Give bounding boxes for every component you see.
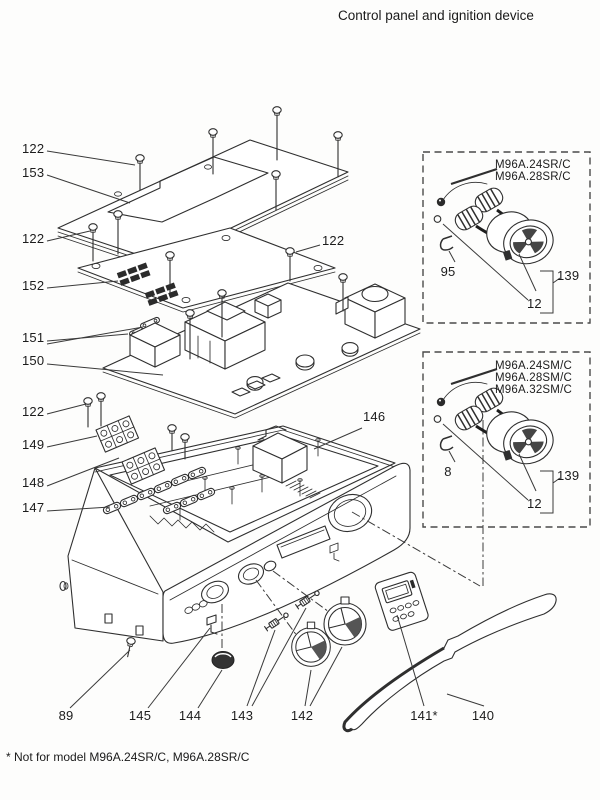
front-fascia	[162, 462, 411, 644]
callout-148: 148	[22, 475, 45, 490]
callout-122-d: 122	[22, 404, 45, 419]
callout-139-sm: 139	[557, 468, 580, 483]
callout-139-sr: 139	[557, 268, 580, 283]
terminal-block-149	[95, 415, 140, 453]
callout-12-sr: 12	[527, 296, 542, 311]
panel-housing	[59, 425, 411, 644]
cap-144	[211, 651, 235, 669]
callout-122-c: 122	[322, 233, 345, 248]
spring-pin-143	[263, 611, 290, 632]
dip-components	[144, 282, 179, 306]
block-screws-122	[83, 392, 190, 460]
model-label-sm: M96A.32SM/C	[495, 384, 572, 396]
callout-143: 143	[230, 708, 254, 723]
callout-12-sm: 12	[527, 496, 542, 511]
callout-8: 8	[444, 464, 452, 479]
callout-141: 141*	[410, 708, 438, 723]
callout-152: 152	[22, 278, 45, 293]
callout-95: 95	[440, 264, 456, 279]
callout-147: 147	[22, 500, 45, 515]
board-screws	[185, 273, 348, 360]
callout-146: 146	[363, 409, 386, 424]
main-board	[102, 282, 421, 419]
leader-lines	[46, 150, 485, 709]
cover-screws-122	[135, 106, 343, 211]
callout-144: 144	[178, 708, 202, 723]
callout-145: 145	[128, 708, 152, 723]
callout-140: 140	[471, 708, 495, 723]
callout-149: 149	[22, 437, 45, 452]
pcb-screws-122	[88, 210, 295, 294]
terminal-block-148	[121, 447, 166, 485]
vent-grid	[285, 480, 321, 499]
callout-153: 153	[22, 165, 45, 180]
model-label-sm: M96A.24SM/C	[495, 360, 572, 372]
control-knob-142	[323, 596, 367, 646]
model-label-sr: M96A.24SR/C	[495, 159, 571, 171]
dip-components	[116, 262, 151, 286]
display-module	[374, 571, 429, 631]
inset-box-sr	[422, 151, 591, 324]
callout-122-a: 122	[22, 141, 45, 156]
callout-89: 89	[58, 708, 74, 723]
centerlines	[221, 420, 484, 652]
inset-box-sm	[422, 351, 591, 528]
clip-145	[206, 614, 218, 635]
callout-122-b: 122	[22, 231, 45, 246]
footnote: * Not for model M96A.24SR/C, M96A.28SR/C	[6, 750, 250, 764]
callout-151: 151	[22, 330, 45, 345]
callout-150: 150	[22, 353, 45, 368]
page-title: Control panel and ignition device	[338, 8, 534, 23]
model-label-sm: M96A.28SM/C	[495, 372, 572, 384]
callout-142: 142	[290, 708, 314, 723]
model-label-sr: M96A.28SR/C	[495, 171, 571, 183]
gauge-assembly	[433, 167, 561, 314]
trim-strip	[342, 593, 557, 733]
